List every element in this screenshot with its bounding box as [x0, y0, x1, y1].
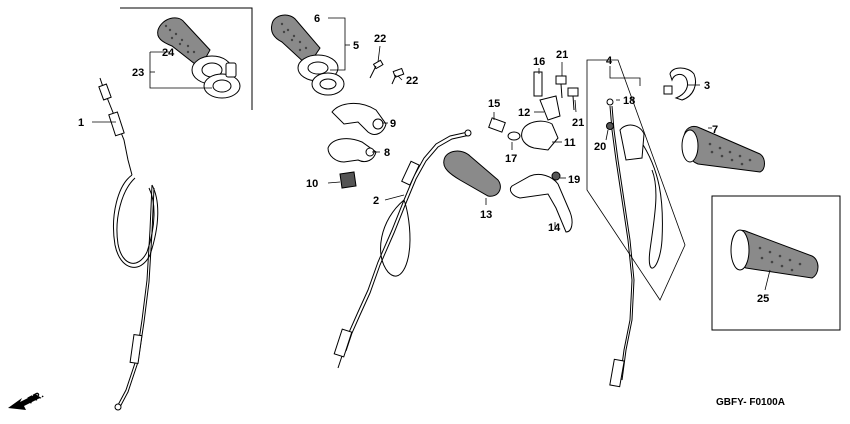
lever-cover-part-13 [443, 150, 501, 197]
throttle-cable-part-1 [98, 77, 159, 411]
callout-16: 16 [533, 56, 545, 68]
throttle-grip-part-23-24 [157, 17, 241, 99]
clamp-part-3 [663, 67, 696, 101]
callout-5: 5 [353, 40, 359, 52]
callout-7: 7 [712, 124, 718, 136]
inset-frame-left-side [586, 59, 686, 301]
callout-1: 1 [78, 117, 84, 129]
callout-12: 12 [518, 107, 530, 119]
callout-21b: 21 [572, 117, 584, 129]
callout-10: 10 [306, 178, 318, 190]
callout-15: 15 [488, 98, 500, 110]
callout-20: 20 [594, 141, 606, 153]
callout-17: 17 [505, 153, 517, 165]
callout-labels: 1 2 3 4 5 6 7 8 9 10 11 12 13 14 15 16 1… [78, 13, 769, 305]
throttle-housing-part-8-9-10 [327, 103, 387, 189]
callout-18: 18 [623, 95, 635, 107]
callout-4: 4 [606, 55, 613, 67]
callout-6: 6 [314, 13, 320, 25]
leader-lines [92, 17, 771, 291]
callout-2: 2 [373, 195, 379, 207]
kill-switch-part-4-18-20 [606, 98, 663, 388]
callout-23: 23 [132, 67, 144, 79]
callout-14: 14 [548, 222, 561, 234]
callout-3: 3 [704, 80, 710, 92]
callout-8: 8 [384, 147, 390, 159]
front-direction-label: FR. [26, 389, 46, 406]
grip-part-7 [681, 125, 765, 173]
screw-part-22 [369, 59, 405, 85]
callout-22b: 22 [406, 75, 418, 87]
inset-frame-grip-25 [711, 195, 841, 331]
callout-13: 13 [480, 209, 492, 221]
callout-21a: 21 [556, 49, 568, 61]
callout-9: 9 [390, 118, 396, 130]
callout-19: 19 [568, 174, 580, 186]
callout-22a: 22 [374, 33, 386, 45]
callout-25: 25 [757, 293, 769, 305]
drawing-code: GBFY- F0100A [716, 397, 785, 408]
grip-part-25 [730, 229, 819, 279]
clutch-cable-part-2 [333, 129, 472, 369]
callout-24: 24 [162, 47, 175, 59]
callout-11: 11 [564, 137, 576, 149]
clutch-lever-part-14 [509, 173, 573, 233]
front-direction-arrow: FR. [8, 389, 46, 410]
inset-frame-throttle-grip [120, 7, 253, 110]
throttle-grip-part-5-6 [271, 14, 345, 96]
lever-bracket-part-11-12 [488, 71, 579, 181]
